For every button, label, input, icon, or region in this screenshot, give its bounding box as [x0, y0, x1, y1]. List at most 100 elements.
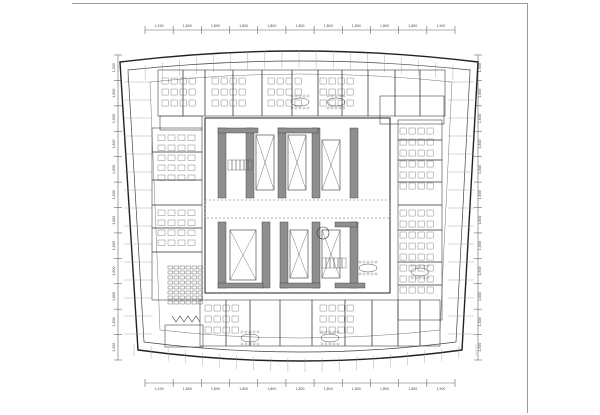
desk: [408, 182, 416, 190]
desk: [417, 286, 425, 294]
desk: [177, 164, 186, 171]
chair: [302, 106, 306, 110]
desk: [167, 174, 176, 181]
dim-left-label: 1,500: [112, 343, 116, 352]
chair: [362, 260, 366, 264]
chair: [326, 94, 330, 98]
desk: [319, 304, 327, 312]
core-wall: [217, 221, 227, 289]
room: [159, 115, 203, 131]
chair: [256, 330, 260, 334]
dim-top-label: 1,800: [324, 24, 333, 28]
desk: [229, 77, 237, 85]
desk: [285, 77, 293, 85]
desk: [337, 99, 345, 107]
dim-bottom-label: 1,800: [211, 387, 220, 391]
desk: [399, 286, 407, 294]
desk: [188, 99, 196, 107]
desk: [220, 88, 228, 96]
dim-bottom-label: 1,800: [408, 387, 417, 391]
desk: [337, 304, 345, 312]
auditorium-seat: [185, 280, 191, 285]
desk: [167, 229, 176, 236]
chair: [358, 260, 362, 264]
auditorium-seat: [185, 300, 191, 305]
desk: [346, 99, 354, 107]
office-rooms: [151, 69, 446, 348]
dim-right-label: 1,800: [478, 266, 482, 275]
auditorium-seat: [179, 300, 185, 305]
dim-left-label: 1,800: [112, 190, 116, 199]
desk: [328, 315, 336, 323]
desk: [157, 229, 166, 236]
desk: [220, 99, 228, 107]
auditorium-seat: [197, 265, 203, 270]
room: [164, 324, 204, 348]
auditorium-seat: [173, 280, 179, 285]
desk: [417, 253, 425, 261]
auditorium-seat: [179, 270, 185, 275]
dim-top-label: 1,800: [183, 24, 192, 28]
chair: [422, 276, 426, 280]
dim-top-label: 1,800: [295, 24, 304, 28]
desk: [408, 160, 416, 168]
auditorium-seat: [173, 275, 179, 280]
desk: [426, 149, 434, 157]
desk: [170, 88, 178, 96]
chair: [290, 106, 294, 110]
desk: [337, 77, 345, 85]
desk: [328, 326, 336, 334]
sheet-top-border: [72, 3, 527, 4]
shaft-diagonal: [287, 134, 307, 191]
auditorium-seat: [173, 270, 179, 275]
desk: [229, 99, 237, 107]
desk: [177, 229, 186, 236]
auditorium-seat: [179, 295, 185, 300]
chair: [244, 330, 248, 334]
chair: [248, 330, 252, 334]
desk: [157, 174, 166, 181]
chair: [328, 330, 332, 334]
chair: [240, 330, 244, 334]
auditorium-seat: [197, 275, 203, 280]
dim-right-label: 1,800: [478, 89, 482, 98]
dim-left-label: 1,800: [112, 241, 116, 250]
desk: [167, 239, 176, 246]
chair: [248, 342, 252, 346]
desk: [231, 326, 239, 334]
desk: [188, 77, 196, 85]
desk: [399, 149, 407, 157]
dim-top-label: 1,800: [408, 24, 417, 28]
chair: [324, 330, 328, 334]
auditorium-seat: [173, 290, 179, 295]
desk: [399, 220, 407, 228]
desk: [285, 99, 293, 107]
dim-left-label: 1,800: [112, 114, 116, 123]
dim-top-label: 1,500: [155, 24, 164, 28]
desk: [328, 77, 336, 85]
desk: [276, 99, 284, 107]
chair: [294, 106, 298, 110]
auditorium-seat: [191, 265, 197, 270]
dim-right-label: 1,800: [478, 165, 482, 174]
desk: [267, 88, 275, 96]
desk: [188, 88, 196, 96]
auditorium-seat: [185, 270, 191, 275]
dim-left-label: 1,800: [112, 266, 116, 275]
meeting-table: [240, 333, 260, 343]
desk: [187, 239, 196, 246]
dim-bottom-label: 1,800: [295, 387, 304, 391]
meeting-table: [410, 267, 430, 277]
auditorium-seat: [197, 270, 203, 275]
inner-facade: [127, 60, 471, 353]
desk: [399, 253, 407, 261]
dim-top-label: 1,800: [352, 24, 361, 28]
desk: [179, 99, 187, 107]
core-wall: [311, 127, 321, 199]
desk: [408, 253, 416, 261]
chair: [338, 94, 342, 98]
core-wall: [349, 127, 359, 199]
corridor: [204, 199, 391, 219]
